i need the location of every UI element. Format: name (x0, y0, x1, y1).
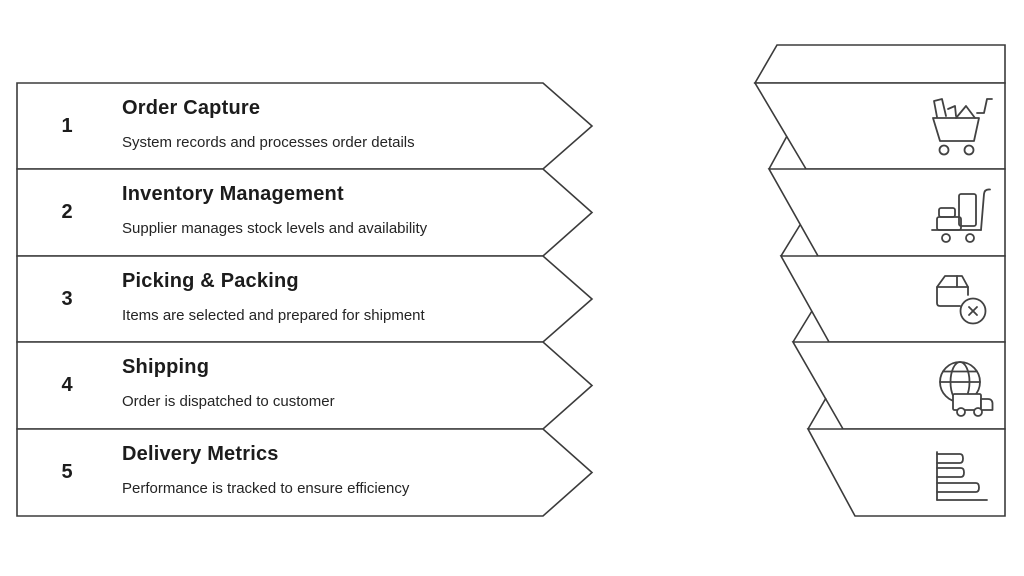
step-number: 3 (61, 287, 73, 310)
step-text-block: Inventory Management Supplier manages st… (122, 181, 522, 238)
step-text-block: Order Capture System records and process… (122, 95, 522, 152)
globe-truck-icon (939, 361, 994, 417)
step-title: Shipping (122, 356, 210, 378)
step-description: System records and processes order detai… (122, 134, 415, 151)
ribbon-fold-crease-4 (807, 397, 827, 430)
ribbon-fold-crease-2 (780, 224, 801, 257)
step-row-1: 1 Order Capture System records and proce… (0, 83, 600, 169)
step-description: Performance is tracked to ensure efficie… (122, 480, 410, 497)
step-text-block: Shipping Order is dispatched to customer (122, 354, 522, 411)
step-number: 1 (61, 114, 73, 137)
step-text-block: Picking & Packing Items are selected and… (122, 268, 522, 325)
step-title: Order Capture (122, 97, 261, 119)
step-title: Picking & Packing (122, 270, 299, 292)
ribbon-fold-crease-1 (768, 135, 788, 170)
step-row-5: 5 Delivery Metrics Performance is tracke… (0, 429, 600, 516)
bar-chart-icon (936, 451, 988, 501)
package-cancel-icon (936, 275, 987, 325)
step-row-3: 3 Picking & Packing Items are selected a… (0, 256, 600, 342)
step-arrow-4 (16, 341, 594, 430)
step-row-2: 2 Inventory Management Supplier manages … (0, 169, 600, 256)
step-arrow-3 (16, 255, 594, 343)
hand-truck-icon (931, 188, 991, 243)
shopping-cart-icon (932, 98, 993, 156)
step-number: 4 (61, 374, 73, 396)
step-description: Items are selected and prepared for ship… (122, 307, 425, 324)
step-title: Inventory Management (122, 183, 344, 205)
ribbon-fold-crease-3 (792, 310, 813, 343)
step-number: 5 (61, 461, 73, 483)
step-description: Order is dispatched to customer (122, 393, 335, 410)
ribbon-band-5 (806, 428, 1006, 517)
step-description: Supplier manages stock levels and availa… (122, 220, 428, 237)
step-arrow-1 (16, 82, 594, 170)
step-text-block: Delivery Metrics Performance is tracked … (122, 441, 522, 498)
step-arrow-5 (16, 428, 594, 517)
step-row-4: 4 Shipping Order is dispatched to custom… (0, 342, 600, 429)
step-arrow-2 (16, 168, 594, 257)
step-number: 2 (61, 201, 73, 223)
ribbon-top-fold (753, 44, 1006, 84)
step-title: Delivery Metrics (122, 443, 279, 465)
